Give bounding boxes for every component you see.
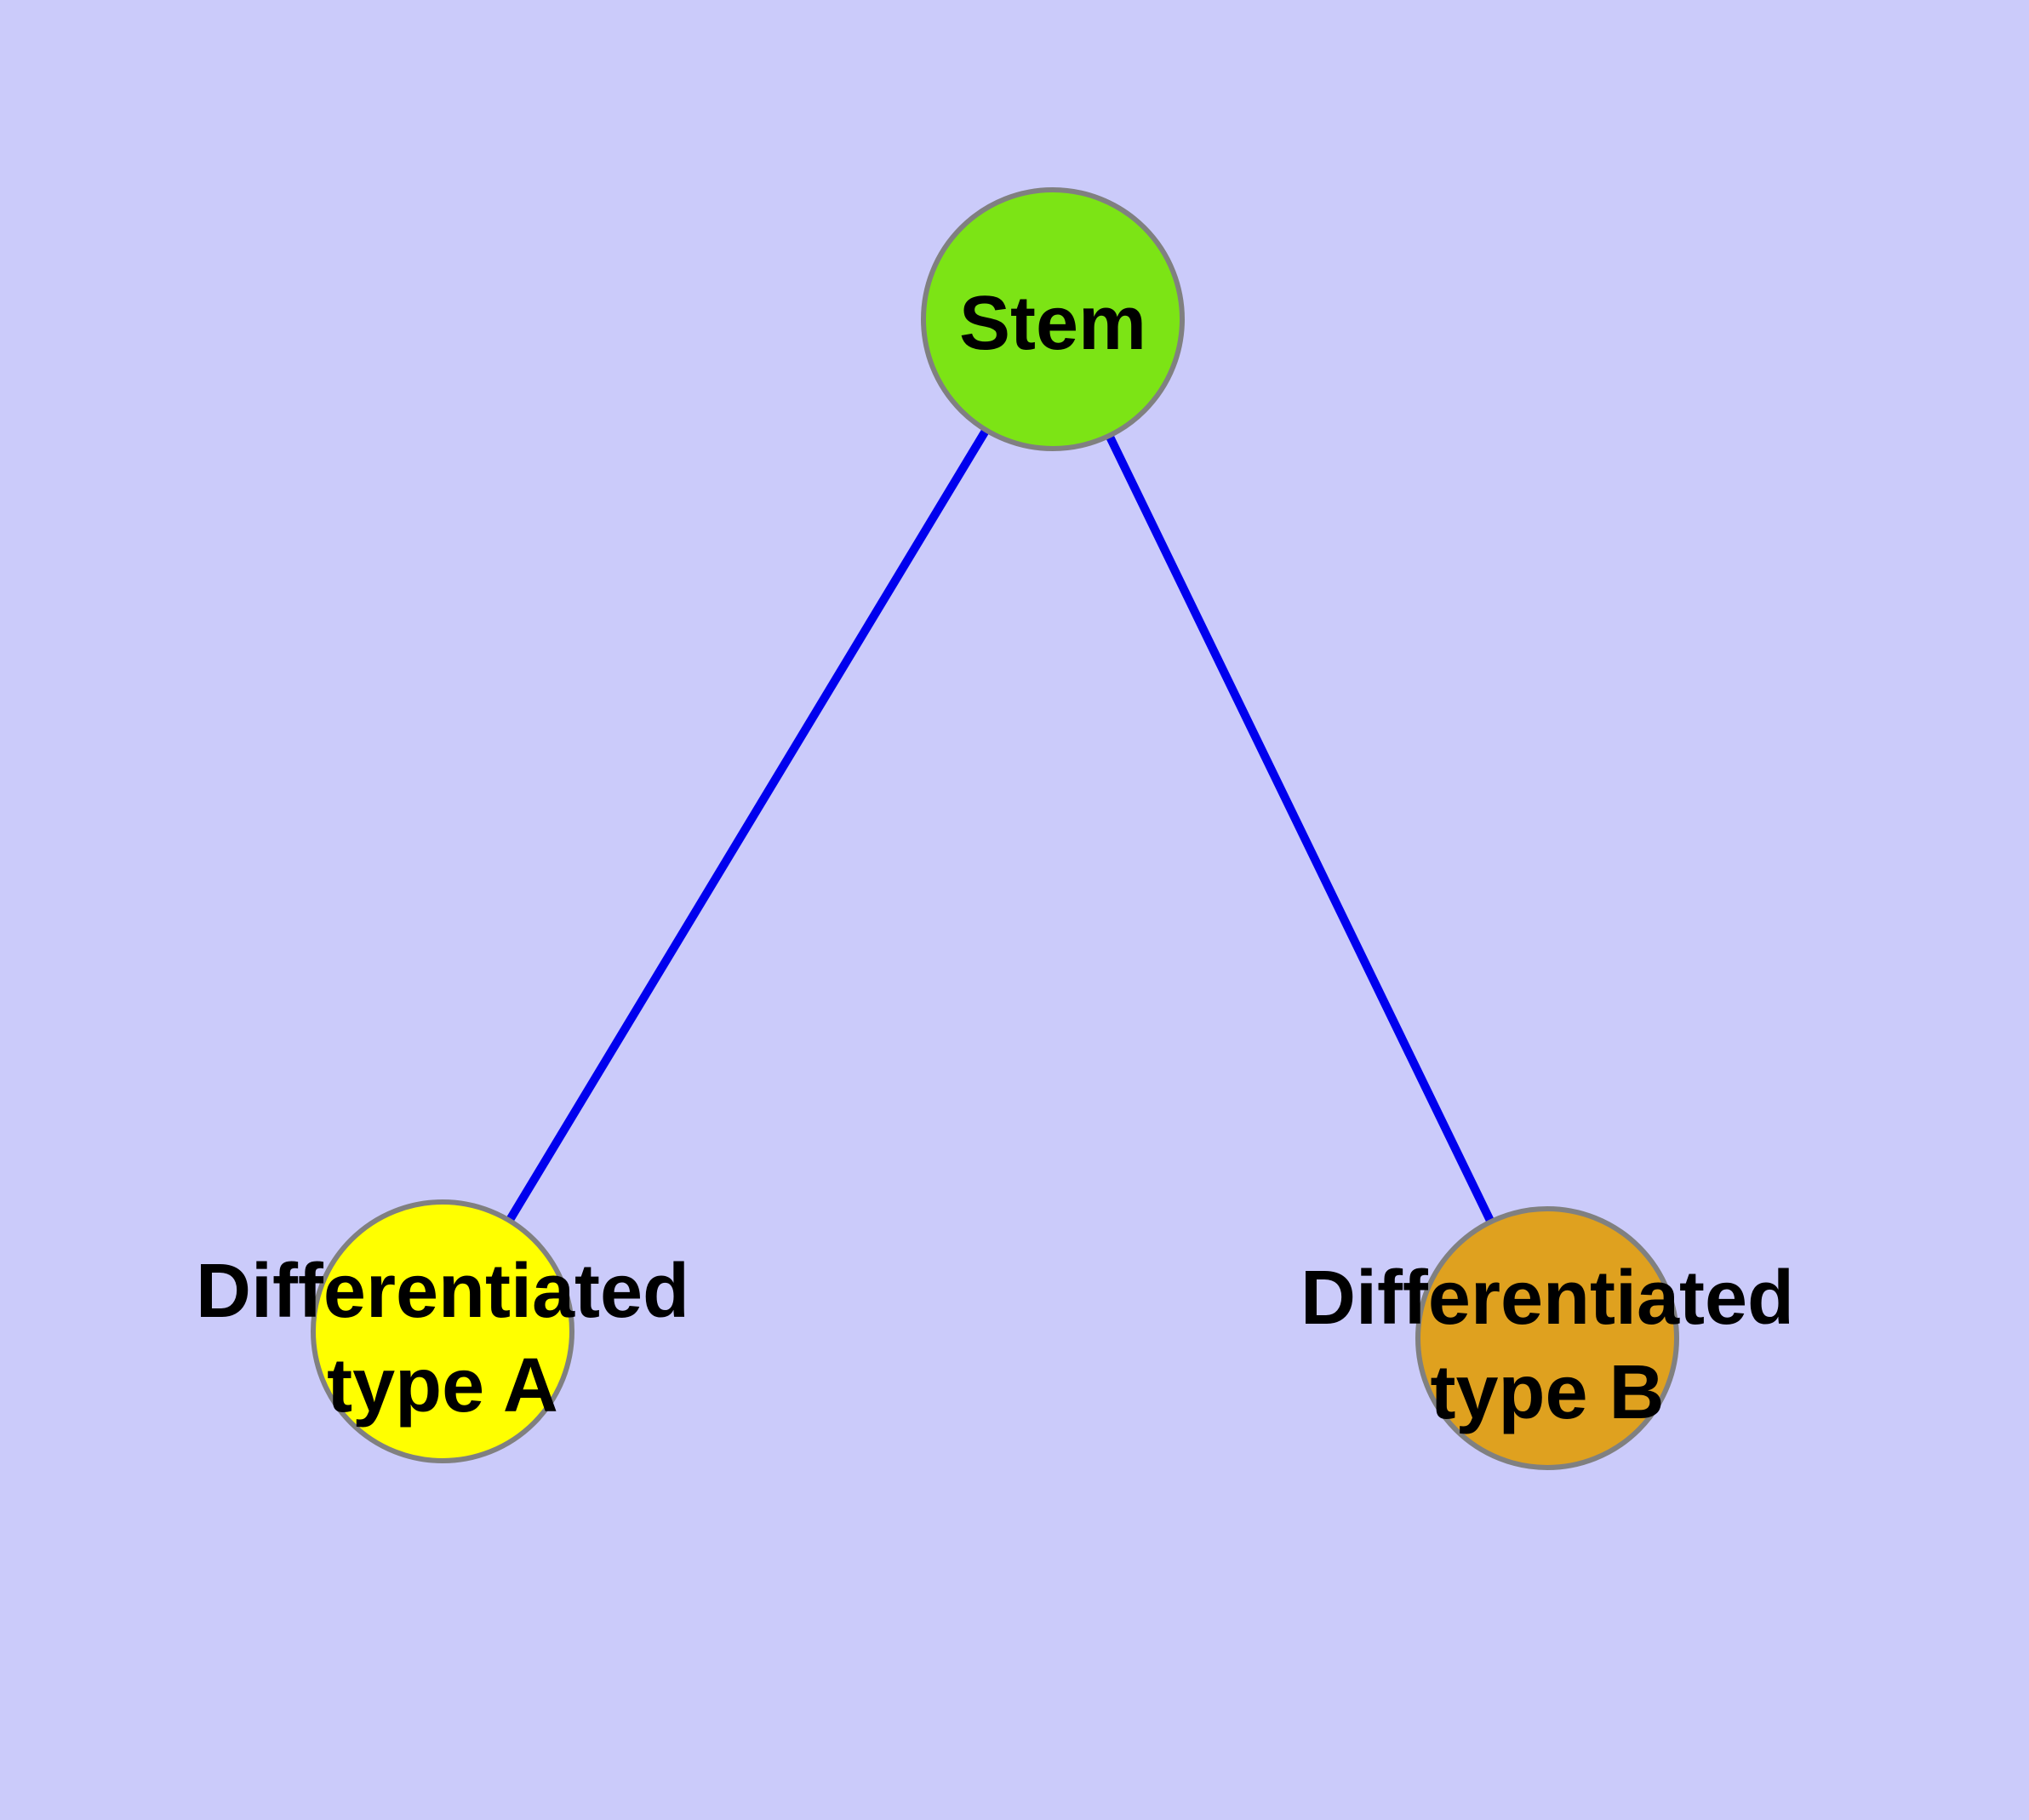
type-a-node-circle bbox=[311, 1199, 574, 1463]
type-b-node-label-line1: Differentiated bbox=[1300, 1256, 1794, 1341]
type-b-node-label-line2: type B bbox=[1430, 1350, 1664, 1435]
edge-stem-to-type-a bbox=[438, 317, 1057, 1334]
type-b-node-circle bbox=[1415, 1206, 1679, 1470]
stem-node-label: Stem bbox=[959, 281, 1146, 366]
edge-stem-to-type-b bbox=[1049, 317, 1552, 1341]
stem-node-circle bbox=[921, 187, 1185, 451]
type-a-node-label-line1: Differentiated bbox=[196, 1249, 689, 1334]
type-a-node-label-line2: type A bbox=[327, 1343, 558, 1428]
